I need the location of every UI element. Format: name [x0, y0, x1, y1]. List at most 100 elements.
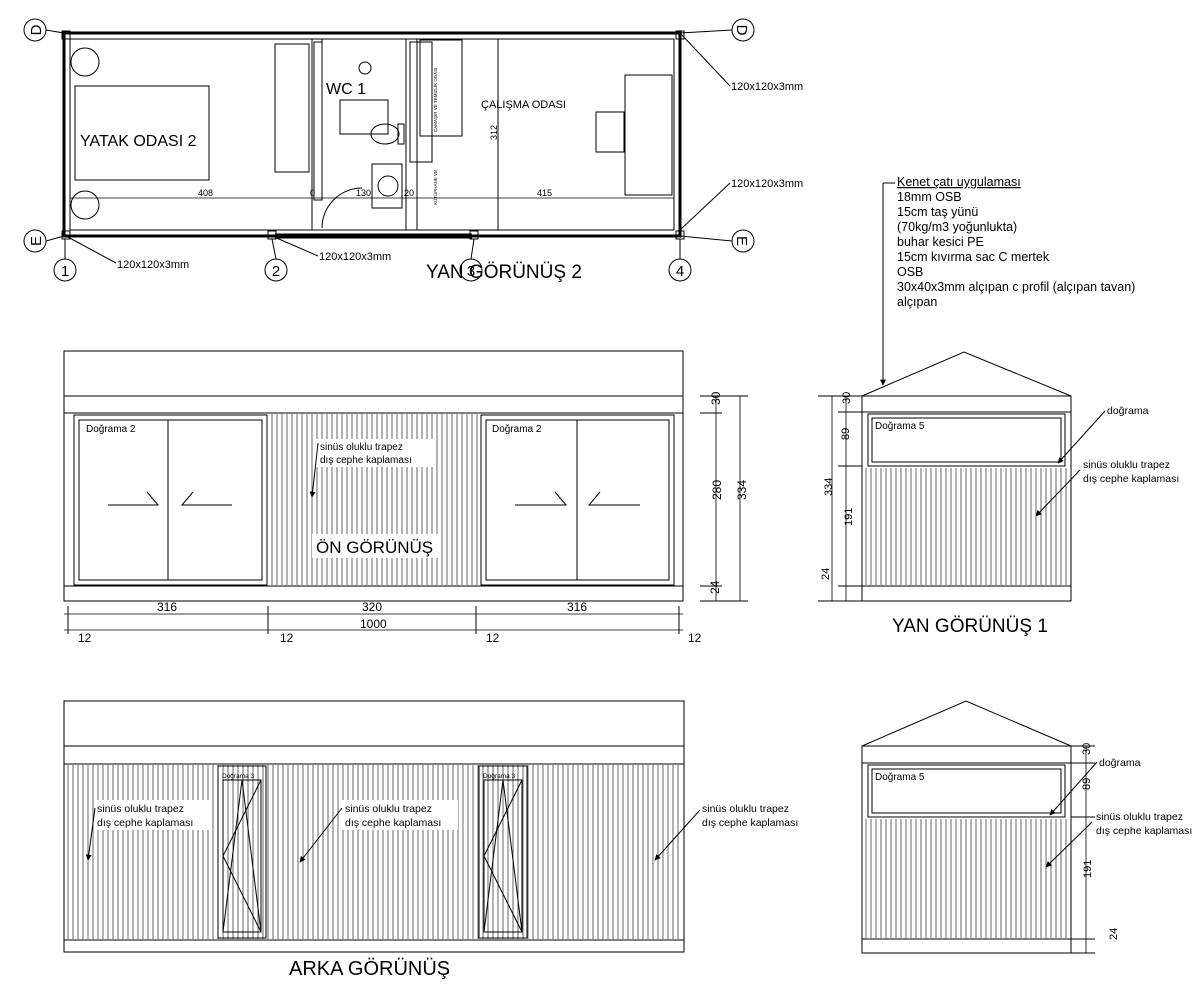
door-swing [321, 187, 363, 229]
floor-plan: D D E E 1 2 3 4 YATAK ODASI 2 WC 1 ÇALIŞ… [23, 18, 803, 283]
front-cladding-note-bg [316, 439, 436, 467]
post-label-left: 120x120x3mm [117, 259, 189, 271]
back-cladding-note-3b: dış cephe kaplaması [702, 817, 798, 829]
back-cladding-note-2a: sinüs oluklu trapez [345, 803, 432, 815]
front-dim-w3: 316 [567, 600, 587, 614]
toilet-tank [397, 123, 405, 145]
post-label-top: 120x120x3mm [731, 81, 803, 93]
roof-notes: Kenet çatı uygulaması 18mm OSB 15cm taş … [880, 175, 1135, 386]
front-elevation: Doğrama 2 Doğrama 2 sinüs oluklu trapez … [63, 350, 749, 645]
front-window-left-slide-arrow-1 [108, 491, 160, 506]
front-cladding-note-2: dış cephe kaplaması [320, 455, 412, 466]
corner-post-1 [61, 30, 71, 40]
post-leader-mid [679, 182, 731, 231]
side2-dim-h30: 30 [1081, 743, 1093, 755]
side1-window-callout: doğrama [1107, 405, 1149, 417]
side2-dim-h24: 24 [1108, 928, 1120, 940]
corner-post-2 [675, 30, 685, 40]
side2-window-callout-leader [1049, 761, 1098, 816]
grid-line-d-right [679, 29, 733, 34]
wardrobe-symbol [274, 43, 310, 173]
front-dim-gap-4: 12 [688, 631, 702, 645]
side1-body [861, 411, 1072, 587]
front-elevation-title: ÖN GÖRÜNÜŞ [316, 538, 433, 557]
roof-note-line-3: (70kg/m3 yoğunlukta) [897, 220, 1017, 234]
side1-cladding-leader [1035, 469, 1081, 517]
side2-cladding-ribs [865, 819, 1067, 938]
post-leader-top [679, 32, 731, 87]
side2-cladding-leader [1045, 821, 1093, 868]
roof-note-line-1: 18mm OSB [897, 190, 962, 204]
laundry-cabinet [409, 41, 433, 163]
front-dim-h-top: 30 [709, 391, 723, 405]
grid-label-e-right: E [733, 236, 750, 246]
post-leader-center [271, 235, 319, 257]
post-label-center: 120x120x3mm [319, 251, 391, 263]
room-label-bedroom: YATAK ODASI 2 [80, 133, 197, 150]
back-cladding-note-bg-2 [340, 800, 458, 830]
front-dim-total: 1000 [360, 617, 387, 631]
room-label-laundry: ÇAMAŞIR VE TEMİZLİK ODASI [432, 68, 438, 132]
front-dim-h-334: 334 [735, 480, 749, 500]
grid-label-1: 1 [61, 263, 69, 280]
side-elevation-2: Doğrama 5 doğrama sinüs oluklu trapez dı… [861, 700, 1192, 954]
plan-dim-0: 0 [310, 188, 315, 198]
front-dim-gap-1: 12 [78, 631, 92, 645]
grid-line-d-left [45, 29, 65, 34]
side1-window-inner [871, 417, 1062, 463]
back-window-left-turn [222, 779, 262, 933]
side-elevation-1: Doğrama 5 doğrama sinüs oluklu trapez dı… [818, 351, 1179, 637]
grid-line-3 [470, 238, 475, 260]
side1-window-callout-leader [1057, 410, 1106, 464]
side2-cladding-note-1: sinüs oluklu trapez [1096, 811, 1183, 823]
side2-window-callout: doğrama [1099, 757, 1141, 769]
side1-cladding-ribs [865, 468, 1067, 585]
front-title-bg [312, 534, 438, 558]
side2-dim-h89: 89 [1081, 778, 1093, 790]
front-window-left-slide-arrow-2 [180, 491, 232, 506]
front-window-left-inner [78, 419, 263, 581]
front-dim-gap-2: 12 [280, 631, 294, 645]
back-elevation: Doğrama 3 Doğrama 3 sinüs oluklu trapez … [63, 700, 798, 980]
side1-dim-h24: 24 [820, 568, 832, 580]
grid-label-d-left: D [28, 24, 45, 35]
side1-beam [861, 395, 1072, 413]
corner-post-3 [61, 230, 71, 240]
roof-note-line-4: buhar kesici PE [897, 235, 984, 249]
front-dim-w1: 316 [157, 600, 177, 614]
side2-cladding-note-2: dış cephe kaplaması [1096, 825, 1192, 837]
side1-roof [861, 351, 1072, 397]
post-label-mid: 120x120x3mm [731, 178, 803, 190]
plan-dim-130: 130 [356, 188, 371, 198]
sink-counter [371, 163, 403, 209]
side-view-2-title: YAN GÖRÜNÜŞ 2 [426, 262, 582, 283]
roof-note-line-8: alçıpan [897, 295, 937, 309]
side1-dim-h191: 191 [843, 508, 855, 526]
back-cladding-note-1a: sinüs oluklu trapez [97, 803, 184, 815]
front-beam [63, 395, 684, 414]
back-window-right-label: Doğrama 3 [483, 773, 516, 780]
side1-dim-h89: 89 [840, 428, 852, 440]
plan-dim-20: 20 [404, 188, 414, 198]
plan-dim-408: 408 [198, 188, 213, 198]
back-window-right-tilt [483, 779, 523, 933]
front-cladding-note-arrow [309, 442, 319, 498]
back-window-right-turn [483, 779, 523, 933]
back-window-left-tilt [222, 779, 262, 933]
back-roof-fascia [63, 700, 685, 747]
front-window-right [480, 414, 675, 586]
back-base [63, 939, 685, 953]
side1-cladding-note-1: sinüs oluklu trapez [1083, 459, 1170, 471]
roof-note-heading: Kenet çatı uygulaması [897, 175, 1021, 189]
grid-label-e-left: E [28, 236, 45, 246]
front-dim-w2: 320 [362, 600, 382, 614]
back-cladding-note-1b: dış cephe kaplaması [97, 817, 193, 829]
front-window-right-slide-arrow-2 [587, 491, 640, 506]
side2-window [867, 764, 1066, 818]
laundry-room-box [419, 39, 463, 137]
side2-roof [861, 700, 1072, 747]
side2-dim-h191: 191 [1082, 860, 1094, 878]
wc-shelf [313, 41, 323, 201]
front-window-right-label: Doğrama 2 [492, 424, 542, 435]
